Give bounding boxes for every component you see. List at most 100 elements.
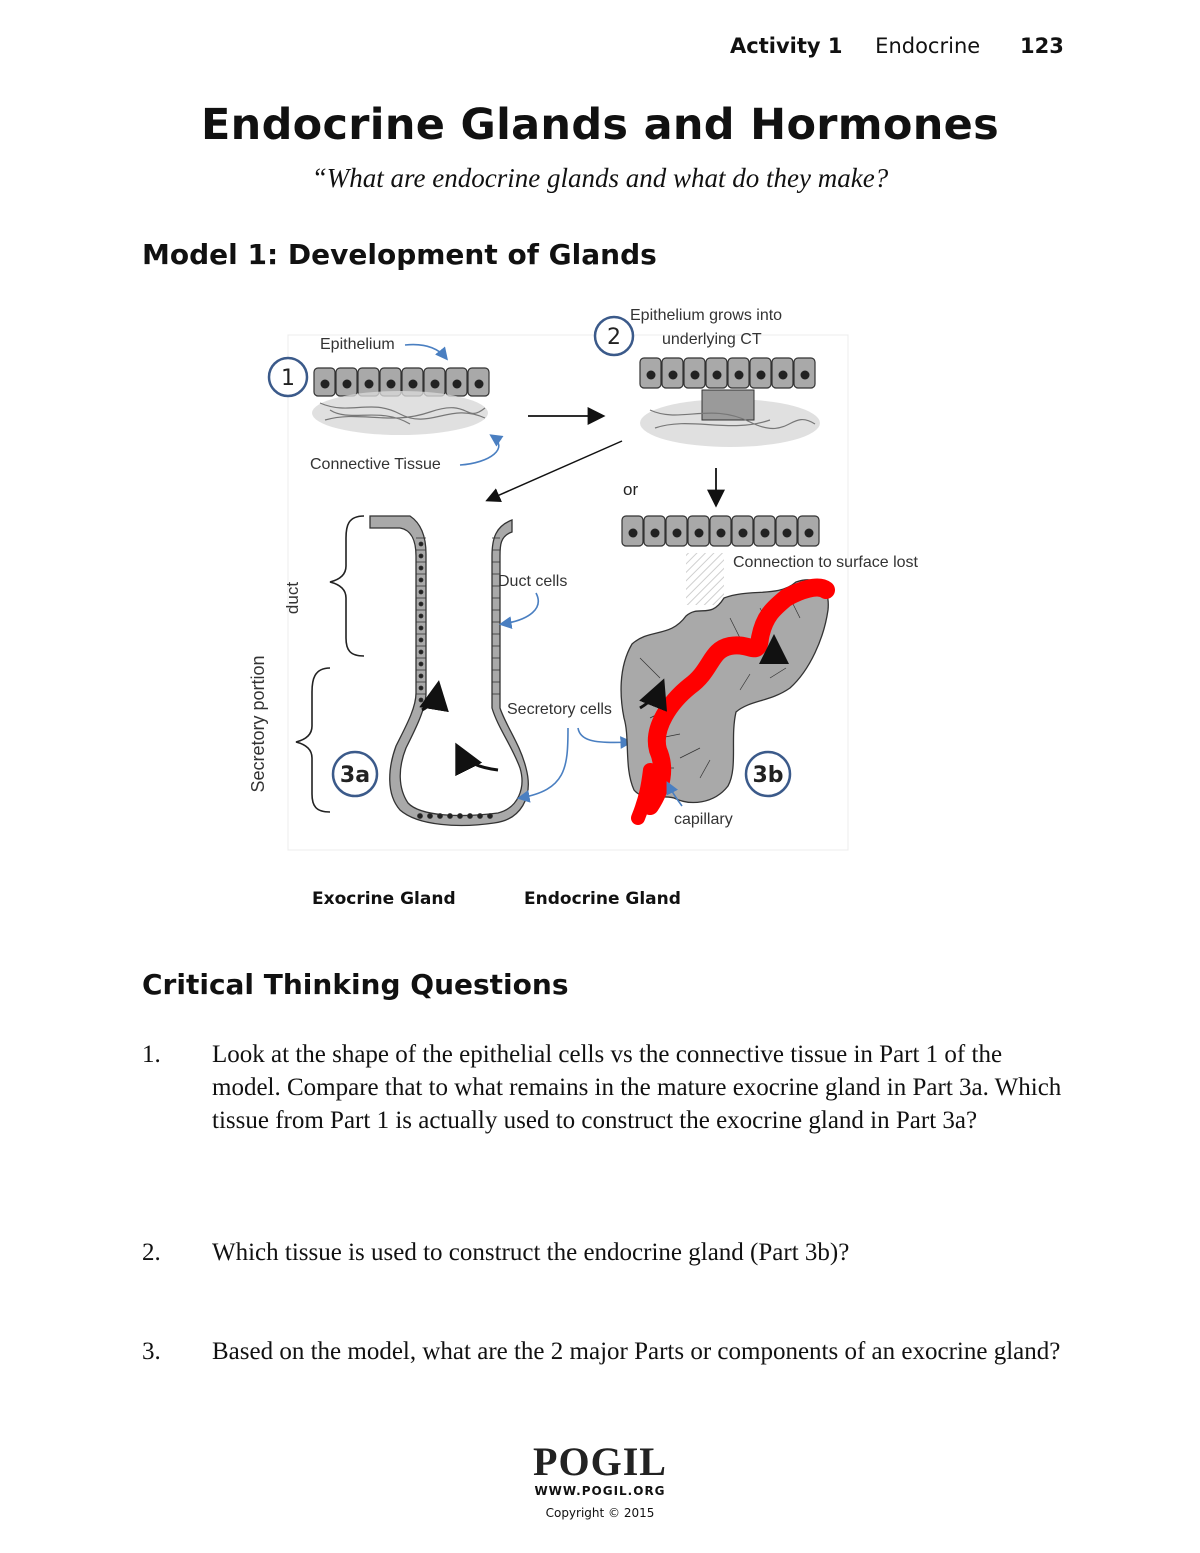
duct-cells-label: Duct cells	[498, 573, 567, 590]
question-2-number: 2.	[142, 1239, 161, 1266]
secretory-cell-nucleus	[437, 813, 443, 819]
exocrine-gland-group: duct Secretory portion 3a	[248, 515, 529, 827]
duct-cell-nucleus	[418, 649, 424, 655]
exocrine-caption: Exocrine Gland	[312, 889, 456, 909]
cell-nucleus	[364, 379, 374, 389]
arrow-2-to-3a	[485, 440, 623, 503]
grows-label-line1: Epithelium grows into	[630, 307, 782, 324]
duct-cell-nucleus	[418, 613, 424, 619]
connective-tissue-2	[640, 399, 820, 447]
secretory-cell-nucleus	[487, 813, 493, 819]
cell-nucleus	[408, 379, 418, 389]
secretory-cell-nucleus	[417, 813, 423, 819]
stage-1-group: 1 Epithelium Connective Tissue	[267, 336, 504, 473]
capillary-label: capillary	[674, 811, 733, 828]
exocrine-gland-body	[369, 515, 529, 827]
duct-cell-nucleus	[418, 589, 424, 595]
cell-nucleus	[716, 528, 726, 538]
epithelium-layer-2	[639, 357, 816, 389]
endocrine-cell-divider	[739, 673, 751, 691]
step-3a-circle	[331, 750, 379, 798]
duct-label: duct	[283, 582, 302, 614]
endocrine-cell-divider	[699, 759, 711, 779]
secretory-cell-nucleus	[447, 813, 453, 819]
topic-label: Endocrine	[875, 34, 981, 58]
connective-tissue-1	[312, 391, 488, 435]
cell-nucleus	[694, 528, 704, 538]
cell-nucleus	[804, 528, 814, 538]
epithelial-ingrowth	[701, 389, 755, 421]
duct-cell-nucleus	[418, 697, 424, 703]
step-1-number: 1	[281, 366, 295, 391]
duct-cell-nucleus	[418, 577, 424, 583]
page-title: Endocrine Glands and Hormones	[200, 100, 1000, 150]
duct-cell-nucleus	[418, 625, 424, 631]
cell-nucleus	[712, 370, 722, 380]
step-1-circle	[267, 356, 309, 398]
cell-nucleus	[628, 528, 638, 538]
cell-nucleus	[342, 379, 352, 389]
figure-frame	[287, 334, 849, 851]
secretory-portion-label: Secretory portion	[248, 655, 268, 792]
endocrine-caption: Endocrine Gland	[524, 889, 681, 909]
duct-cell-nucleus	[418, 673, 424, 679]
duct-brace	[329, 515, 365, 657]
epithelium-layer-1	[313, 367, 490, 397]
endocrine-cell-divider	[729, 617, 741, 639]
secretory-cell-nucleus	[427, 813, 433, 819]
question-2-text: Which tissue is used to construct the en…	[212, 1239, 850, 1266]
question-3-text: Based on the model, what are the 2 major…	[212, 1338, 1061, 1365]
capillary-vessel	[641, 578, 835, 815]
cell-nucleus	[452, 379, 462, 389]
page-number: 123	[1020, 34, 1064, 58]
step-3b-number: 3b	[752, 763, 783, 788]
site-url: WWW.POGIL.ORG	[534, 1484, 666, 1498]
cell-nucleus	[320, 379, 330, 389]
cell-nucleus	[650, 528, 660, 538]
secretory-cell-nucleus	[467, 813, 473, 819]
epithelium-layer-3	[621, 515, 820, 547]
secretory-cell-nucleus	[457, 813, 463, 819]
running-head: Activity 1 Endocrine 123	[730, 34, 1064, 58]
duct-cell-nucleus	[418, 553, 424, 559]
epithelium-label: Epithelium	[320, 336, 395, 353]
secretory-portion-brace	[295, 667, 331, 813]
activity-label: Activity 1	[730, 34, 843, 58]
secretory-cells-label: Secretory cells	[507, 701, 612, 718]
page-footer: POGIL WWW.POGIL.ORG Copyright © 2015	[0, 1439, 1200, 1521]
pogil-logo: POGIL	[533, 1439, 667, 1484]
cell-nucleus	[386, 379, 396, 389]
duct-cell-nucleus	[418, 541, 424, 547]
endocrine-gland-group: Connection to surface lost 3b capillary	[620, 515, 919, 828]
secretory-cell-nucleus	[477, 813, 483, 819]
cell-nucleus	[778, 370, 788, 380]
cell-nucleus	[734, 370, 744, 380]
duct-cell-nucleus	[418, 565, 424, 571]
connection-lost-label: Connection to surface lost	[733, 554, 919, 571]
duct-cell-nucleus	[418, 661, 424, 667]
question-1-number: 1.	[142, 1041, 161, 1068]
endocrine-cell-divider	[679, 747, 701, 759]
cell-nucleus	[782, 528, 792, 538]
step-3b-circle	[744, 750, 792, 798]
duct-cell-nucleus	[418, 601, 424, 607]
question-1-text: Look at the shape of the epithelial cell…	[212, 1041, 1062, 1134]
cell-nucleus	[474, 379, 484, 389]
duct-cell-nucleus	[418, 637, 424, 643]
model-heading: Model 1: Development of Glands	[142, 238, 657, 271]
cell-nucleus	[646, 370, 656, 380]
cell-nucleus	[668, 370, 678, 380]
or-label: or	[623, 480, 638, 499]
cell-nucleus	[672, 528, 682, 538]
cell-nucleus	[738, 528, 748, 538]
gland-development-diagram: 1 Epithelium Connective Tissue 2 Epithel…	[248, 307, 919, 851]
cell-nucleus	[756, 370, 766, 380]
cell-nucleus	[800, 370, 810, 380]
connective-tissue-label: Connective Tissue	[310, 456, 441, 473]
step-2-circle	[593, 315, 635, 357]
duct-cell-nucleus	[418, 685, 424, 691]
cell-nucleus	[690, 370, 700, 380]
step-2-number: 2	[607, 325, 621, 350]
copyright: Copyright © 2015	[545, 1506, 655, 1520]
cell-nucleus	[760, 528, 770, 538]
